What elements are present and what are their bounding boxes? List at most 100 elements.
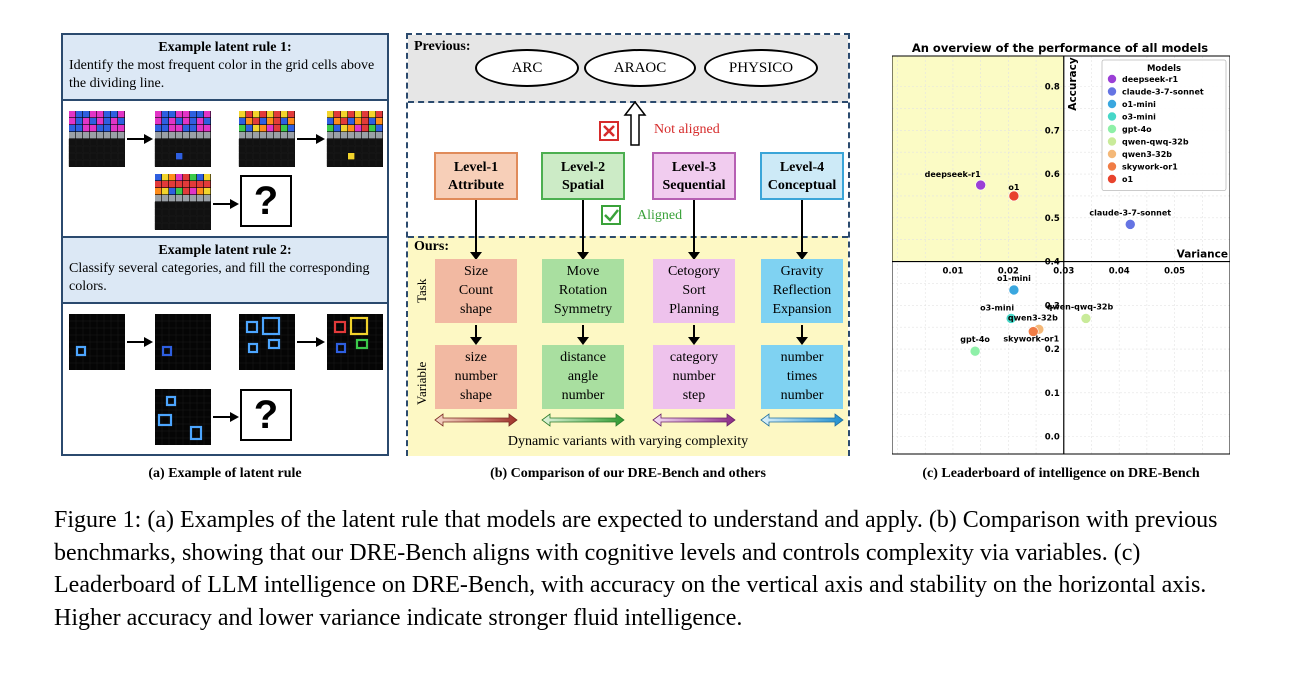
level-3-type: Sequential <box>662 178 726 193</box>
level-3-variables: category number step <box>653 345 735 409</box>
question-mark-box-2: ? <box>240 389 292 441</box>
point-label: deepseek-r1 <box>925 170 982 179</box>
level-1-tasks: Size Count shape <box>435 259 517 323</box>
data-point-o3-mini <box>1005 313 1017 324</box>
highlight-region <box>892 56 1064 262</box>
legend-entry: gpt-4o <box>1122 125 1152 134</box>
point-label: o3-mini <box>980 303 1014 312</box>
x-tick-label: 0.04 <box>1109 267 1130 277</box>
level-2-variables: distance angle number <box>542 345 624 409</box>
task-row-label: Task <box>414 278 429 304</box>
variable-item: step <box>682 388 706 403</box>
rule-2-title: Example latent rule 2: <box>158 243 292 258</box>
level-4-variables: number times number <box>761 345 843 409</box>
level-2-type: Spatial <box>561 178 604 193</box>
level-2-name: Level-2 <box>560 160 606 175</box>
task-item: Cetogory <box>667 264 721 279</box>
level-3-name: Level-3 <box>671 160 717 175</box>
caption-a: (a) Example of latent rule <box>148 466 302 481</box>
data-point-gpt-4o <box>969 345 981 357</box>
caption-b: (b) Comparison of our DRE-Bench and othe… <box>490 466 766 481</box>
level-1-variables: size number shape <box>435 345 517 409</box>
legend-entry: o3-mini <box>1122 113 1156 122</box>
grid-input-2 <box>238 111 295 167</box>
level-2-box: Level-2 Spatial <box>541 152 625 200</box>
legend-marker <box>1107 112 1117 121</box>
variable-item: number <box>780 388 824 403</box>
rule-1-grid-group <box>68 111 383 230</box>
legend-marker <box>1107 124 1117 134</box>
legend-entry: qwen3-32b <box>1122 150 1172 159</box>
level-2-tasks: Move Rotation Symmetry <box>542 259 624 323</box>
right-arrow-icon <box>144 337 153 347</box>
legend-entry: qwen-qwq-32b <box>1122 138 1189 147</box>
level-4-name: Level-4 <box>779 160 825 175</box>
variable-item: number <box>672 369 716 384</box>
grid-test-2 <box>155 389 211 445</box>
data-point-deepseek-r1 <box>975 179 986 191</box>
point-label: gpt-4o <box>960 335 990 344</box>
point-label: claude-3-7-sonnet <box>1089 208 1171 217</box>
task-item: Count <box>458 283 494 298</box>
x-tick-label: 0.03 <box>1053 267 1074 277</box>
y-tick-label: 0.2 <box>1045 345 1060 355</box>
task-item: Sort <box>682 283 706 298</box>
x-tick-label: 0.05 <box>1164 267 1185 277</box>
not-aligned-label: Not aligned <box>654 122 720 137</box>
performance-chart: An overview of the performance of all mo… <box>891 40 1231 456</box>
grid-output-1 <box>154 111 211 167</box>
previous-benchmarks-area: Previous: ARC ARAOC PHYSICO <box>408 35 848 103</box>
level-3-tasks: Cetogory Sort Planning <box>653 259 735 323</box>
grid-output-4 <box>327 314 383 370</box>
legend-box <box>1101 59 1227 191</box>
task-item: Size <box>463 264 489 279</box>
legend-marker <box>1107 74 1117 84</box>
data-point-o1 <box>1008 190 1020 202</box>
dynamic-variants-label: Dynamic variants with varying complexity <box>507 434 749 449</box>
rule-1-title: Example latent rule 1: <box>158 40 292 55</box>
double-arrow-icon <box>760 413 844 427</box>
legend-entry: deepseek-r1 <box>1122 75 1179 84</box>
hollow-up-arrow-icon <box>623 101 647 146</box>
level-4-tasks: Gravity Reflection Expansion <box>761 259 843 323</box>
y-tick-label: 0.0 <box>1045 433 1060 443</box>
rule-2-text: Classify several categories, and fill th… <box>69 261 370 294</box>
legend-entry: skywork-or1 <box>1122 163 1178 172</box>
legend-marker <box>1107 162 1117 171</box>
grid-output-2 <box>326 111 383 167</box>
variable-item: category <box>669 350 719 365</box>
y-tick-label: 0.3 <box>1045 301 1060 311</box>
task-item: Reflection <box>772 283 832 298</box>
task-item: Symmetry <box>553 302 613 317</box>
check-mark-icon <box>601 205 621 225</box>
rule-2-box: Example latent rule 2: Classify several … <box>63 236 387 304</box>
arrow-task-3-to-variable <box>688 325 700 345</box>
double-arrow-icon <box>434 413 518 427</box>
scatter-chart-svg: An overview of the performance of all mo… <box>891 41 1231 455</box>
task-item: Rotation <box>558 283 608 298</box>
rule-1-text: Identify the most frequent color in the … <box>69 58 375 91</box>
alignment-markers <box>599 101 647 225</box>
data-point-claude-3-7-sonnet <box>1124 219 1136 230</box>
point-label: o1-mini <box>997 274 1031 283</box>
arrow-level-1-to-task <box>470 200 482 260</box>
level-1-box: Level-1 Attribute <box>434 152 518 200</box>
task-item: Planning <box>669 302 719 317</box>
check-mark-glyph <box>604 209 619 222</box>
x-axis-label: Variance <box>1177 249 1228 261</box>
task-item: Expansion <box>772 302 832 317</box>
legend-marker <box>1107 87 1117 96</box>
grid-test-1 <box>154 174 211 230</box>
y-axis-label: Accuracy <box>1067 57 1079 111</box>
level-4-box: Level-4 Conceptual <box>760 152 844 200</box>
grid-input-1 <box>68 111 125 167</box>
caption-c: (c) Leaderboard of intelligence on DRE-B… <box>922 466 1200 481</box>
grid-input-4 <box>239 314 295 370</box>
legend-marker <box>1107 149 1117 159</box>
legend-title: Models <box>1147 64 1181 74</box>
right-arrow-icon <box>230 199 239 209</box>
point-label: qwen3-32b <box>1008 313 1058 322</box>
x-tick-label: 0.02 <box>998 267 1019 277</box>
variable-item: number <box>454 369 498 384</box>
